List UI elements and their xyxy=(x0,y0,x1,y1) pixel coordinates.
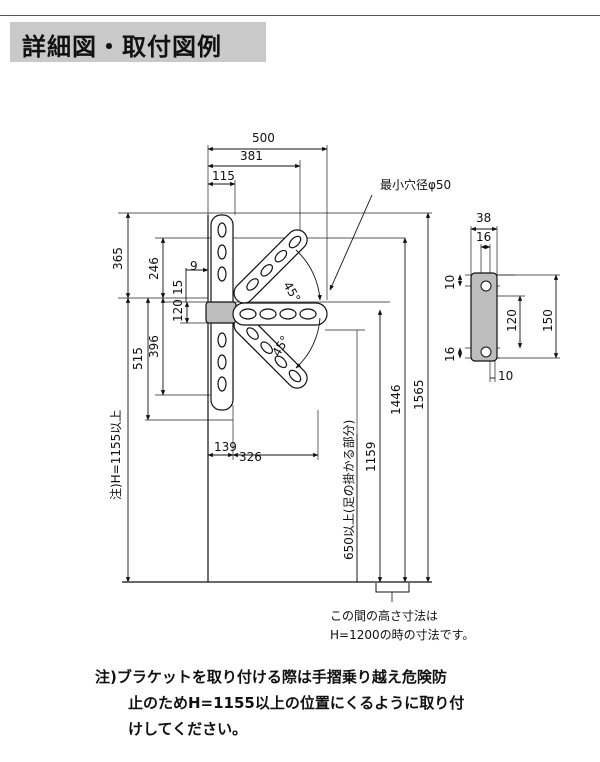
installation-note: 注)ブラケットを取り付ける際は手摺乗り越え危険防 止のためH=1155以上の位置… xyxy=(95,664,565,742)
dim-381: 381 xyxy=(240,149,263,163)
angle-upper: 45° xyxy=(280,279,303,304)
header: 詳細図・取付図例 xyxy=(0,0,600,70)
dim-9: 9 xyxy=(190,259,198,273)
dim-365: 365 xyxy=(111,247,125,270)
height-range-bracket xyxy=(375,583,410,593)
note-line-2: 止のためH=1155以上の位置にくるように取り付 xyxy=(128,694,465,712)
dim-326: 326 xyxy=(239,450,262,464)
note-line-1: 注)ブラケットを取り付ける際は手摺乗り越え危険防 xyxy=(95,668,447,686)
plate-dim-16-bottom: 16 xyxy=(443,347,457,362)
hole-label: 最小穴径φ50 xyxy=(380,177,451,192)
dim-15: 15 xyxy=(171,280,185,295)
plate-dim-120: 120 xyxy=(505,309,519,332)
plate-dim-150: 150 xyxy=(541,309,555,332)
dim-115: 115 xyxy=(212,169,235,183)
height-note-line1: この間の高さ寸法は xyxy=(330,608,438,623)
side-label: 注)H=1155以上 xyxy=(108,410,123,500)
dim-139: 139 xyxy=(214,440,237,454)
height-note-line2: H=1200の時の寸法です。 xyxy=(330,628,474,642)
plate-dim-10-top: 10 xyxy=(443,275,457,290)
dim-396: 396 xyxy=(147,335,161,358)
bracket-drawing xyxy=(205,214,328,411)
header-rule xyxy=(0,15,600,16)
plate-dim-38: 38 xyxy=(476,211,491,225)
title-bar: 詳細図・取付図例 xyxy=(10,22,266,62)
dim-1565: 1565 xyxy=(412,379,426,410)
dim-120: 120 xyxy=(171,299,185,322)
dimension-lines xyxy=(125,146,431,583)
foot-label: 650以上(足の掛かる部分) xyxy=(341,420,356,560)
plate-dim-10-bottom: 10 xyxy=(498,369,513,383)
page-title: 詳細図・取付図例 xyxy=(22,33,222,61)
dim-1159: 1159 xyxy=(364,441,378,472)
dim-246: 246 xyxy=(147,257,161,280)
dim-515: 515 xyxy=(131,347,145,370)
note-line-3: けしてください。 xyxy=(128,720,248,738)
dim-1446: 1446 xyxy=(389,384,403,415)
dim-500: 500 xyxy=(252,131,275,145)
mounting-plate: 38 16 10 120 150 16 10 xyxy=(443,211,560,383)
plate-dim-16-top: 16 xyxy=(476,230,491,244)
